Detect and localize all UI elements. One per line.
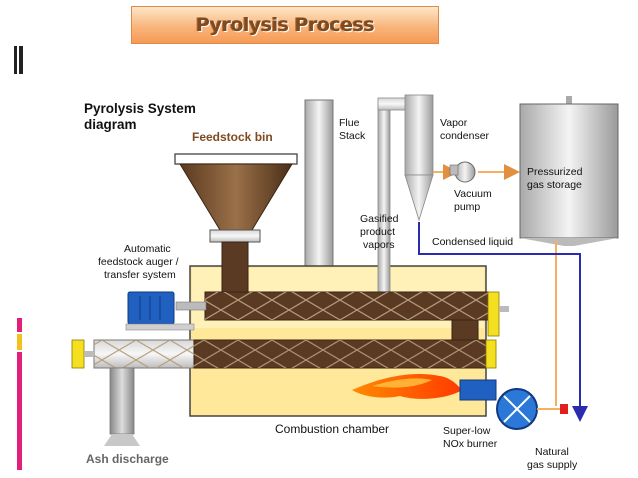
lower-end-cap-left	[71, 339, 85, 369]
gasified-label-1: Gasified	[360, 213, 399, 225]
natural-gas-valve	[560, 404, 568, 414]
auger-label-1: Automatic	[124, 243, 171, 255]
lower-auger-flights	[94, 340, 486, 368]
condenser-cone	[404, 174, 434, 222]
ash-discharge-pile	[104, 434, 140, 446]
decor-bar-top-2	[19, 46, 23, 74]
auger-label-2: feedstock auger /	[98, 256, 179, 268]
vacuum-pump-label-2: pump	[454, 201, 481, 213]
diagram-title-line2: diagram	[84, 117, 137, 132]
gasified-label-3: vapors	[363, 239, 395, 251]
vacuum-pump-outlet	[449, 164, 459, 176]
natural-gas-label-2: gas supply	[527, 459, 578, 471]
lower-end-cap-right	[485, 339, 497, 369]
pressurized-label-2: gas storage	[527, 179, 582, 191]
flue-label-1: Flue	[339, 117, 360, 129]
upper-end-cap	[487, 291, 500, 337]
auger-motor-base	[125, 323, 195, 331]
combustion-chamber-label: Combustion chamber	[275, 422, 390, 436]
storage-base	[520, 238, 618, 246]
auger-motor	[127, 291, 175, 325]
flue-stack	[304, 99, 334, 269]
pressurized-label-1: Pressurized	[527, 166, 583, 178]
vacuum-pump-label-1: Vacuum	[454, 188, 492, 200]
decor-accent-pink-long	[17, 352, 22, 470]
hopper-collar	[209, 229, 261, 243]
condensed-liquid-label: Condensed liquid	[432, 236, 514, 248]
vapor-condenser-label-1: Vapor	[440, 117, 468, 129]
page-title-banner: Pyrolysis Process	[131, 6, 439, 44]
ash-discharge-pipe	[109, 367, 135, 435]
blower-blade-2	[503, 395, 531, 423]
condensed-liquid-line	[418, 222, 588, 422]
vapor-condenser	[404, 94, 434, 176]
upper-auger-flights	[205, 292, 488, 320]
nox-burner	[459, 379, 497, 401]
page-title: Pyrolysis Process	[195, 14, 375, 36]
decor-accent-pink-small	[17, 318, 22, 332]
lower-end-shaft-left	[84, 351, 94, 357]
decor-bar-top	[14, 46, 17, 74]
hopper-rim	[174, 153, 298, 165]
diagram-title-line1: Pyrolysis System	[84, 101, 196, 116]
burner-label-2: NOx burner	[443, 438, 498, 450]
gasified-label-2: product	[360, 226, 396, 238]
upper-auger-shaft	[175, 301, 207, 311]
upper-end-shaft	[499, 306, 509, 312]
gasified-vapor-pipe	[377, 103, 391, 293]
flue-label-2: Stack	[339, 130, 366, 142]
storage-valve	[566, 96, 572, 106]
burner-label-1: Super-low	[443, 425, 491, 437]
ash-discharge-label: Ash discharge	[86, 452, 169, 466]
feedstock-bin-label: Feedstock bin	[192, 130, 273, 144]
decor-accent-yellow	[17, 334, 22, 350]
auger-label-3: transfer system	[104, 269, 176, 281]
hopper-chute	[221, 241, 249, 293]
burner-flame-inner	[372, 378, 432, 388]
vapor-condenser-label-2: condenser	[440, 130, 490, 142]
transfer-chute	[451, 319, 479, 341]
natural-gas-label-1: Natural	[535, 446, 569, 458]
pressurized-gas-storage	[519, 103, 619, 239]
feedstock-bin	[179, 163, 293, 231]
